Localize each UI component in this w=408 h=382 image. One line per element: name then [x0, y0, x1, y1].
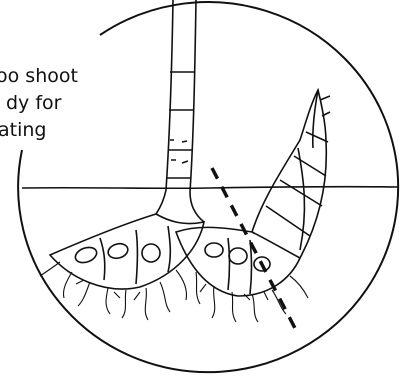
caption: oo shoot dy for ating — [0, 65, 78, 141]
caption-line-3: ating — [0, 119, 46, 141]
caption-line-2: dy for — [6, 92, 62, 114]
roots — [40, 262, 308, 322]
ground-line — [22, 187, 398, 189]
cut-line — [212, 168, 298, 334]
bamboo-shoot — [252, 90, 330, 258]
caption-line-1: oo shoot — [0, 65, 78, 87]
rhizome-right — [176, 227, 300, 296]
